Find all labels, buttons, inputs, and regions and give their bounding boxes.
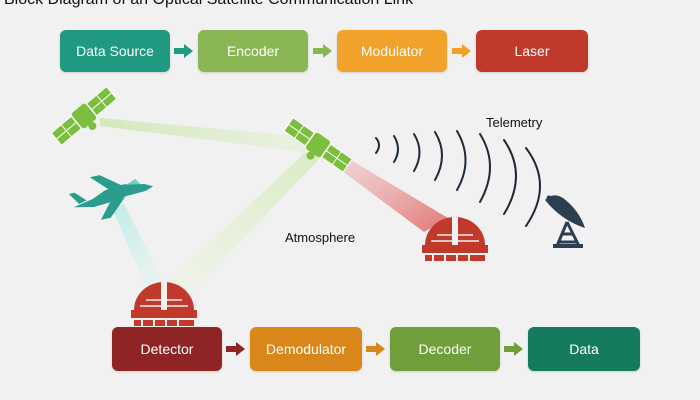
satellite-crosslink-beam: [100, 118, 318, 154]
encoder-label: Encoder: [226, 43, 280, 59]
arrow-icon: [226, 342, 245, 356]
relay-satellite-icon: [283, 117, 353, 173]
arrow-icon: [366, 342, 385, 356]
arrow-icon: [174, 44, 193, 58]
diagram-title: Block Diagram of an Optical Satellite Co…: [4, 0, 413, 9]
jet-link-beam: [112, 204, 168, 292]
detector-block: Detector: [112, 327, 222, 371]
telemetry-waves: [375, 130, 541, 227]
demodulator-block: Demodulator: [250, 327, 362, 371]
data-source-block: Data Source: [60, 30, 170, 72]
telemetry-label: Telemetry: [486, 115, 543, 130]
data-block: Data: [528, 327, 640, 371]
arrow-icon: [313, 44, 332, 58]
laser-label: Laser: [514, 43, 550, 59]
encoder-block: Encoder: [198, 30, 308, 72]
satellite-icon: [50, 86, 118, 146]
downlink-beam: [156, 152, 320, 292]
uplink-beam: [322, 150, 448, 232]
decoder-block: Decoder: [390, 327, 500, 371]
arrow-icon: [452, 44, 471, 58]
radar-dish-icon: [545, 195, 585, 248]
data-label: Data: [569, 341, 599, 357]
fighter-jet-icon: [68, 175, 154, 220]
modulator-label: Modulator: [360, 43, 424, 59]
demodulator-label: Demodulator: [265, 341, 347, 357]
decoder-label: Decoder: [418, 341, 472, 357]
arrow-icon: [504, 342, 523, 356]
modulator-block: Modulator: [337, 30, 447, 72]
data-source-label: Data Source: [76, 43, 154, 59]
observatory-dome-icon: [422, 217, 488, 261]
atmosphere-label: Atmosphere: [285, 230, 356, 245]
laser-block: Laser: [476, 30, 588, 72]
observatory-dome-icon: [131, 282, 197, 326]
detector-label: Detector: [140, 341, 194, 357]
